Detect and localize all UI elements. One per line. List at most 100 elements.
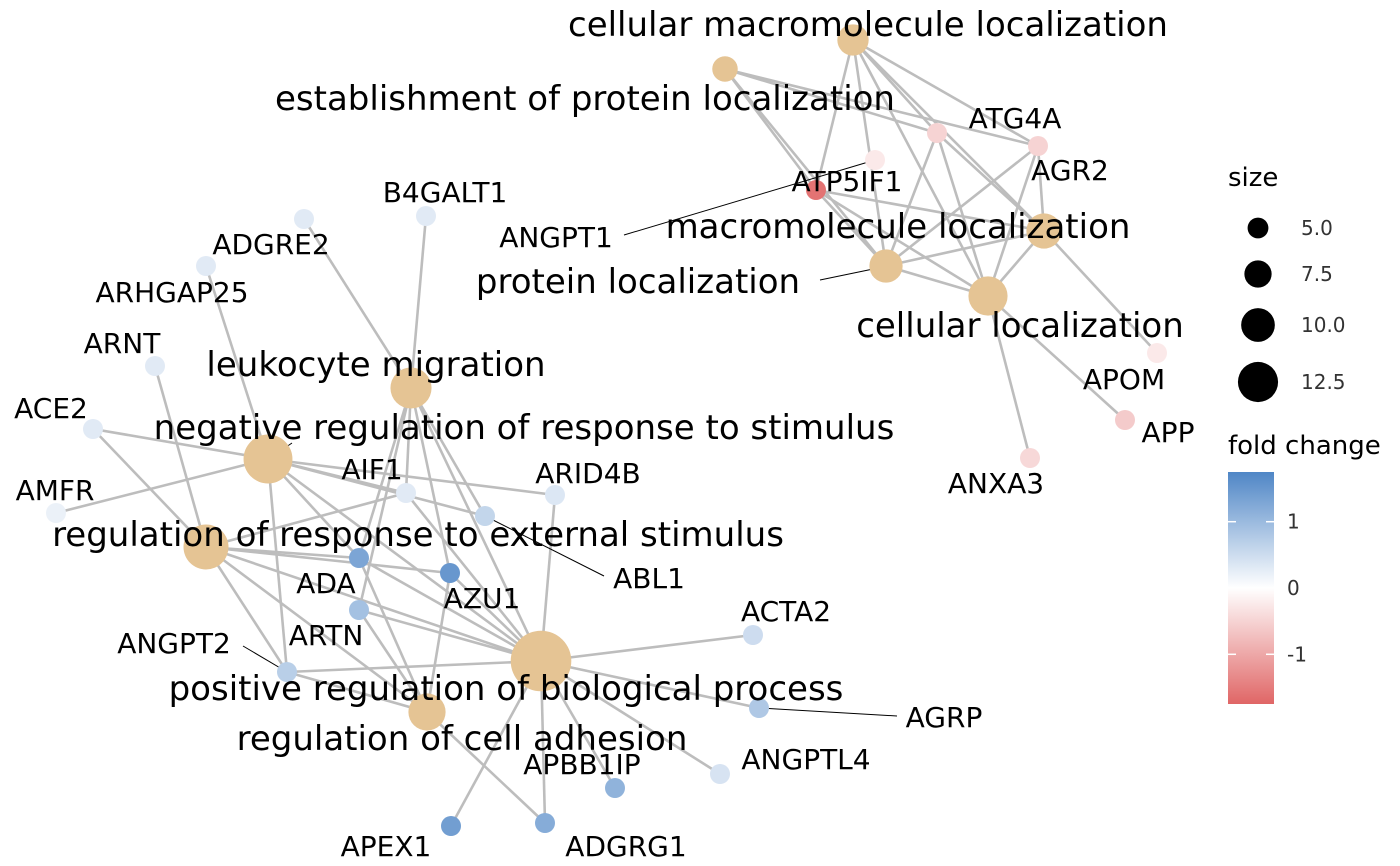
term-label: establishment of protein localization <box>275 79 895 119</box>
edge <box>286 659 542 674</box>
edge <box>987 295 1126 421</box>
edge <box>204 265 270 460</box>
term-label: regulation of cell adhesion <box>237 719 688 759</box>
gene-label: ACE2 <box>14 392 88 425</box>
edge <box>409 215 428 389</box>
gene-node <box>349 548 369 568</box>
network-labels: cellular macromolecule localization estab… <box>14 5 1194 863</box>
edge <box>358 556 542 663</box>
edge <box>267 457 542 663</box>
gene-node <box>294 209 314 229</box>
size-legend-label: 7.5 <box>1301 262 1333 286</box>
term-label: protein localization <box>476 262 800 302</box>
edge <box>852 39 1045 232</box>
gene-label: ACTA2 <box>741 595 831 628</box>
edge <box>723 68 888 267</box>
edge <box>426 711 546 824</box>
edge <box>815 188 989 298</box>
gene-node <box>1115 410 1135 430</box>
gene-label: AGR2 <box>1031 154 1109 187</box>
edge <box>357 609 429 713</box>
edge <box>884 132 939 267</box>
size-legend-dot <box>1244 260 1272 288</box>
term-node <box>183 524 229 570</box>
gene-label: AMFR <box>16 474 95 507</box>
gene-label: ADGRE2 <box>212 228 329 261</box>
color-tick-label: -1 <box>1287 642 1307 666</box>
edge <box>815 188 1045 233</box>
edge <box>409 387 543 662</box>
gene-node <box>605 778 625 798</box>
edge <box>92 427 269 461</box>
edge <box>540 659 760 710</box>
gene-label: ARID4B <box>535 457 640 490</box>
term-node <box>408 693 446 731</box>
gene-node <box>749 698 769 718</box>
size-legend-label: 12.5 <box>1301 370 1346 394</box>
gene-label: APEX1 <box>341 830 432 863</box>
gene-label: ADGRG1 <box>565 830 686 863</box>
gene-label: ARTN <box>289 619 364 652</box>
edge <box>852 38 1039 148</box>
term-label: macromolecule localization <box>666 207 1131 247</box>
gene-node <box>475 506 495 526</box>
edge <box>885 229 1045 268</box>
term-node <box>837 24 869 56</box>
size-legend-label: 5.0 <box>1301 216 1333 240</box>
gene-label: ABL1 <box>613 562 685 595</box>
edge <box>204 546 289 673</box>
network-nodes <box>46 24 1167 836</box>
edge <box>55 457 269 515</box>
size-legend-title: size <box>1228 163 1278 193</box>
size-legend-label: 10.0 <box>1301 313 1346 337</box>
term-node <box>243 434 293 484</box>
edge <box>814 39 855 191</box>
size-legend-dot <box>1241 308 1275 342</box>
gene-label: ATP5IF1 <box>792 165 903 198</box>
gene-label: APP <box>1142 416 1195 449</box>
edge <box>404 492 543 662</box>
gene-node <box>1020 448 1040 468</box>
edge <box>851 39 990 297</box>
gene-label: ARHGAP25 <box>95 276 248 309</box>
gene-node <box>806 180 826 200</box>
edge <box>92 428 207 548</box>
gene-label: ANXA3 <box>948 467 1044 500</box>
gene-node <box>441 816 461 836</box>
term-label: regulation of response to external stimu… <box>52 515 784 555</box>
gene-label: ANGPT1 <box>499 221 613 254</box>
edge <box>267 457 486 518</box>
gene-node <box>710 764 730 784</box>
term-node <box>712 56 738 82</box>
term-node <box>968 276 1008 316</box>
edge <box>153 365 208 548</box>
size-legend-dot <box>1247 217 1269 239</box>
edge <box>358 608 542 663</box>
gene-node <box>396 483 416 503</box>
edge <box>205 491 407 549</box>
gene-node <box>1147 343 1167 363</box>
edge <box>935 132 990 297</box>
gene-label: AIF1 <box>341 453 402 486</box>
color-legend-ticks: 10-1 <box>1228 510 1307 666</box>
label-leader-line <box>484 515 605 577</box>
gene-node <box>865 150 885 170</box>
term-label: leukocyte migration <box>206 345 545 385</box>
term-node <box>510 630 572 692</box>
edge <box>815 189 887 267</box>
gene-label: APBB1IP <box>523 748 640 781</box>
network-edges <box>55 34 1158 827</box>
edge <box>267 457 556 497</box>
term-node <box>390 367 432 409</box>
edge <box>1043 230 1158 354</box>
edge <box>409 387 487 517</box>
term-label: cellular macromolecule localization <box>568 5 1168 45</box>
color-tick-label: 0 <box>1287 576 1300 600</box>
gene-node <box>277 662 297 682</box>
gene-label: AGRP <box>906 701 983 734</box>
size-legend-dot <box>1237 361 1279 403</box>
gene-node <box>145 356 165 376</box>
edge <box>540 659 721 776</box>
edge <box>540 633 754 663</box>
gene-node <box>1028 136 1048 156</box>
